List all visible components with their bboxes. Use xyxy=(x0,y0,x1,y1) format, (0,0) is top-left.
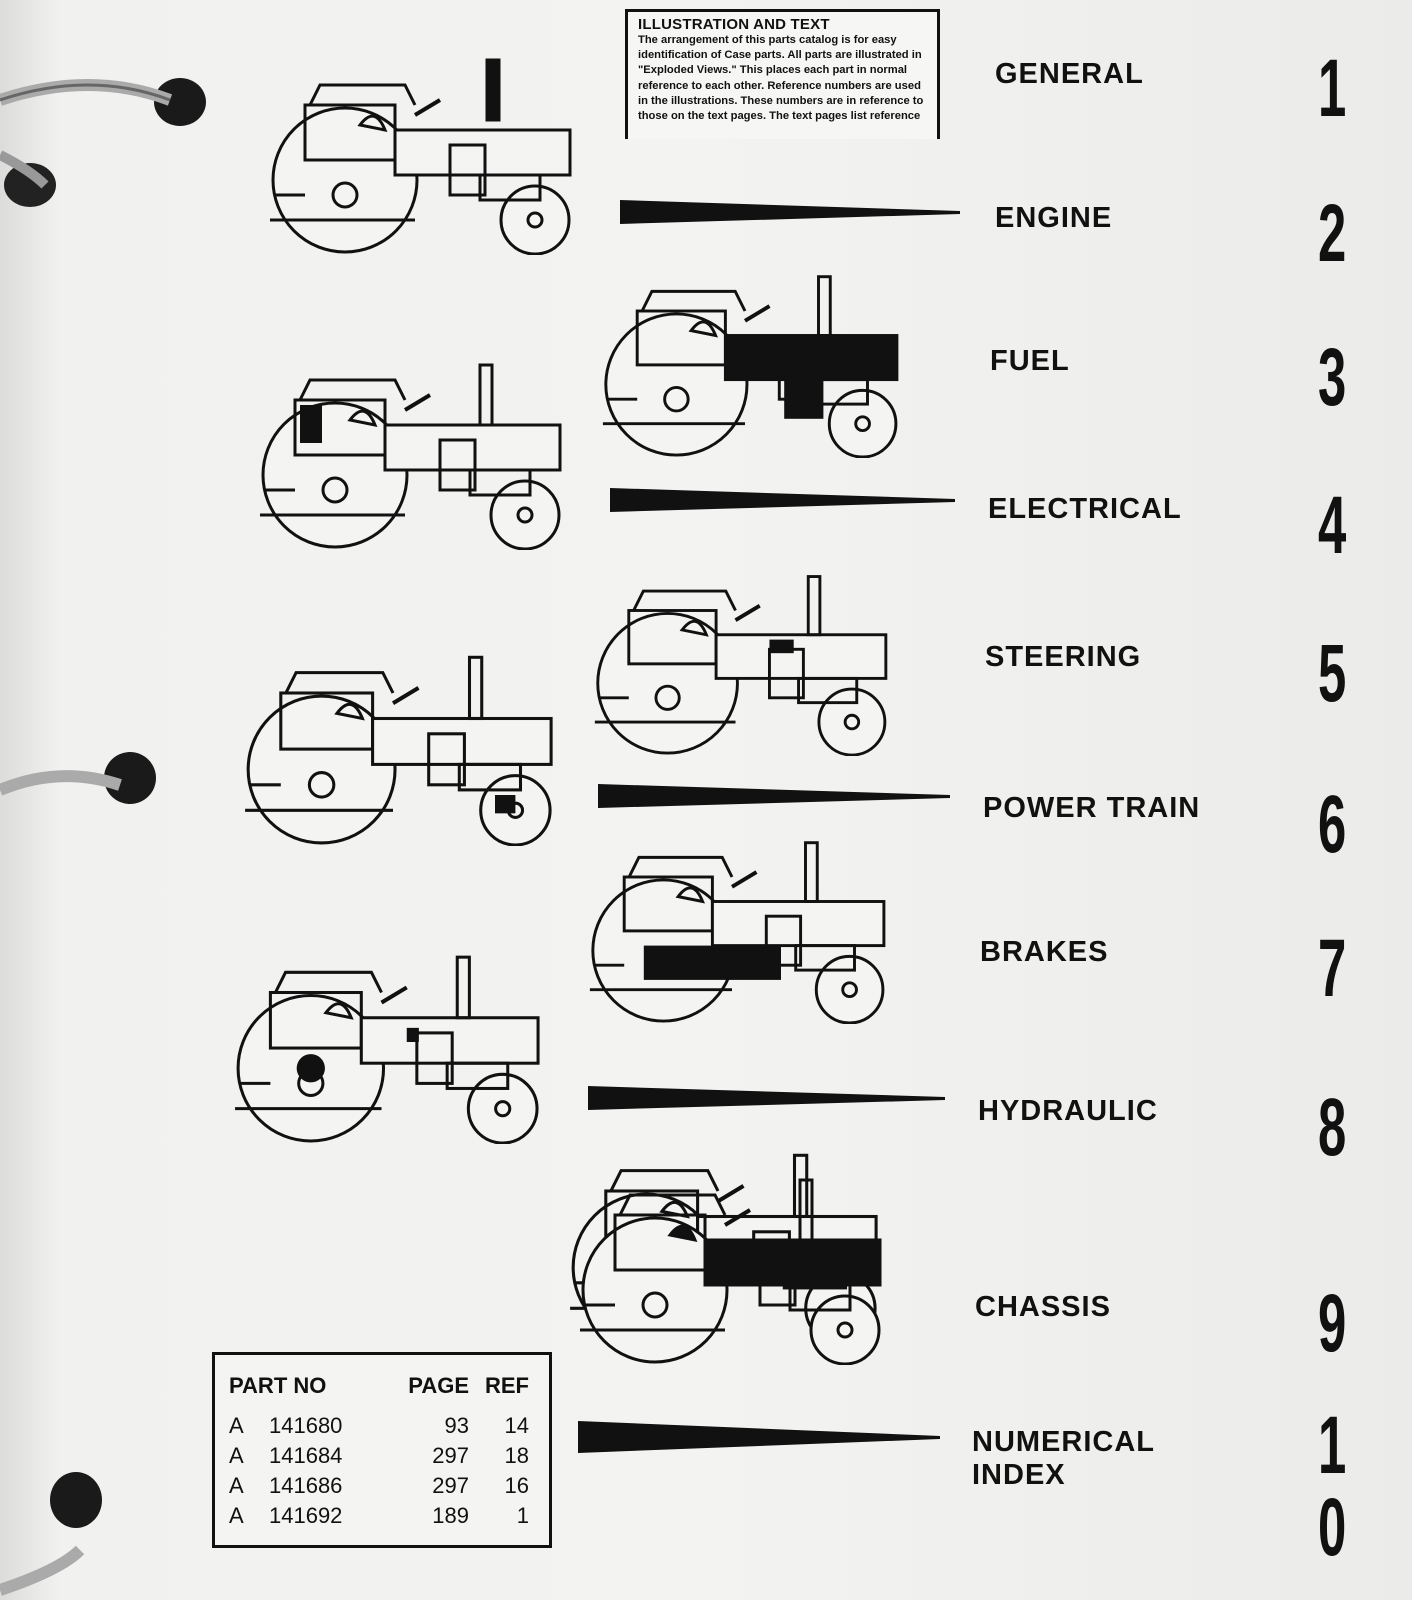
header-page: PAGE xyxy=(408,1373,469,1398)
table-row: A 141680 93 14 xyxy=(229,1411,529,1441)
section-label-8[interactable]: HYDRAULIC xyxy=(978,1095,1158,1128)
section-tab-wedge xyxy=(610,488,955,512)
tractor-illustration-chassis xyxy=(575,1165,895,1370)
section-label-text[interactable]: CHASSIS xyxy=(975,1291,1111,1323)
tractor-illustration-train xyxy=(585,828,899,1029)
cell-prefix: A xyxy=(229,1413,244,1438)
section-tab-wedge xyxy=(598,784,950,808)
section-number-1[interactable]: 1 xyxy=(1318,48,1346,130)
cell-prefix: A xyxy=(229,1443,244,1468)
section-label-text[interactable]: NUMERICAL xyxy=(972,1426,1155,1458)
binder-ring-bottom xyxy=(0,1472,102,1596)
cell-prefix: A xyxy=(229,1503,244,1528)
section-number-8[interactable]: 8 xyxy=(1318,1087,1346,1169)
section-tab-wedge xyxy=(588,1086,945,1110)
section-number-6[interactable]: 6 xyxy=(1318,784,1346,866)
section-number-text[interactable]: 1 xyxy=(1318,1400,1347,1491)
intro-body: The arrangement of this parts catalog is… xyxy=(638,34,924,123)
tractor-illustration-stack xyxy=(265,55,585,260)
section-number-3[interactable]: 3 xyxy=(1318,337,1346,419)
section-label-text[interactable]: ENGINE xyxy=(995,202,1113,234)
section-label-3[interactable]: FUEL xyxy=(990,345,1070,378)
section-tab-wedge xyxy=(578,1421,940,1453)
cell-part-no: 141692 xyxy=(269,1503,343,1528)
table-row: A 141684 297 18 xyxy=(229,1441,529,1471)
section-label-1[interactable]: GENERAL xyxy=(995,58,1144,91)
section-label-9[interactable]: CHASSIS xyxy=(975,1291,1111,1324)
section-number-text[interactable]: 4 xyxy=(1318,480,1347,571)
cell-ref: 1 xyxy=(516,1503,529,1528)
section-number-text[interactable]: 7 xyxy=(1318,923,1347,1014)
section-label-2[interactable]: ENGINE xyxy=(995,202,1112,235)
section-number-text[interactable]: 1 xyxy=(1318,43,1347,134)
cell-part-no: 141680 xyxy=(269,1413,343,1438)
section-label-text[interactable]: POWER TRAIN xyxy=(983,792,1201,824)
parts-table-box: PART NO PAGE REF A 141680 93 14 A 141684… xyxy=(212,1352,552,1548)
section-number-9[interactable]: 9 xyxy=(1318,1283,1346,1365)
section-number-5[interactable]: 5 xyxy=(1318,633,1346,715)
section-number-text[interactable]: 3 xyxy=(1318,332,1347,423)
cell-part-no: 141686 xyxy=(269,1473,343,1498)
cell-page: 93 xyxy=(444,1413,469,1438)
section-label-5[interactable]: STEERING xyxy=(985,641,1141,674)
cell-page: 297 xyxy=(432,1443,469,1468)
binder-ring-top xyxy=(0,78,206,207)
section-label-text[interactable]: STEERING xyxy=(985,641,1142,673)
cell-ref: 16 xyxy=(504,1473,529,1498)
section-tab-wedge xyxy=(620,200,960,224)
section-number-text[interactable]: 6 xyxy=(1318,779,1347,870)
section-number-4[interactable]: 4 xyxy=(1318,485,1346,567)
section-number-2[interactable]: 2 xyxy=(1318,193,1346,275)
cell-prefix: A xyxy=(229,1473,244,1498)
table-row: A 141692 189 1 xyxy=(229,1501,529,1531)
section-number-text[interactable]: 9 xyxy=(1318,1278,1347,1369)
section-label-6[interactable]: POWER TRAIN xyxy=(983,792,1200,825)
section-label-text-2[interactable]: INDEX xyxy=(972,1459,1066,1491)
header-ref: REF xyxy=(485,1373,529,1398)
section-number-text-2[interactable]: 0 xyxy=(1318,1482,1347,1573)
section-label-4[interactable]: ELECTRICAL xyxy=(988,493,1182,526)
header-part-no: PART NO xyxy=(229,1373,327,1398)
tractor-illustration-fuel xyxy=(255,350,575,555)
cell-ref: 18 xyxy=(504,1443,529,1468)
tractor-illustration-steer xyxy=(240,642,566,851)
tractor-illustration-brake xyxy=(230,942,553,1149)
tractor-illustration-elec xyxy=(590,562,900,761)
section-number-7[interactable]: 7 xyxy=(1318,928,1346,1010)
section-number-text[interactable]: 2 xyxy=(1318,188,1347,279)
cell-page: 297 xyxy=(432,1473,469,1498)
section-label-text[interactable]: GENERAL xyxy=(995,58,1144,90)
table-row: A 141686 297 16 xyxy=(229,1471,529,1501)
section-label-text[interactable]: ELECTRICAL xyxy=(988,493,1182,525)
parts-table: PART NO PAGE REF A 141680 93 14 A 141684… xyxy=(229,1373,529,1531)
binder-ring-middle xyxy=(0,752,156,804)
cell-ref: 14 xyxy=(504,1413,529,1438)
cell-part-no: 141684 xyxy=(269,1443,343,1468)
illustration-and-text-box: ILLUSTRATION AND TEXT The arrangement of… xyxy=(625,9,940,139)
section-number-text[interactable]: 8 xyxy=(1318,1082,1347,1173)
section-label-text[interactable]: HYDRAULIC xyxy=(978,1095,1158,1127)
table-header-row: PART NO PAGE REF xyxy=(229,1373,529,1411)
tractor-illustration-engine xyxy=(598,262,912,463)
cell-page: 189 xyxy=(432,1503,469,1528)
section-number-text[interactable]: 5 xyxy=(1318,628,1347,719)
intro-title: ILLUSTRATION AND TEXT xyxy=(638,16,830,33)
section-label-text[interactable]: BRAKES xyxy=(980,936,1109,968)
section-label-7[interactable]: BRAKES xyxy=(980,936,1108,969)
section-label-text[interactable]: FUEL xyxy=(990,345,1070,377)
